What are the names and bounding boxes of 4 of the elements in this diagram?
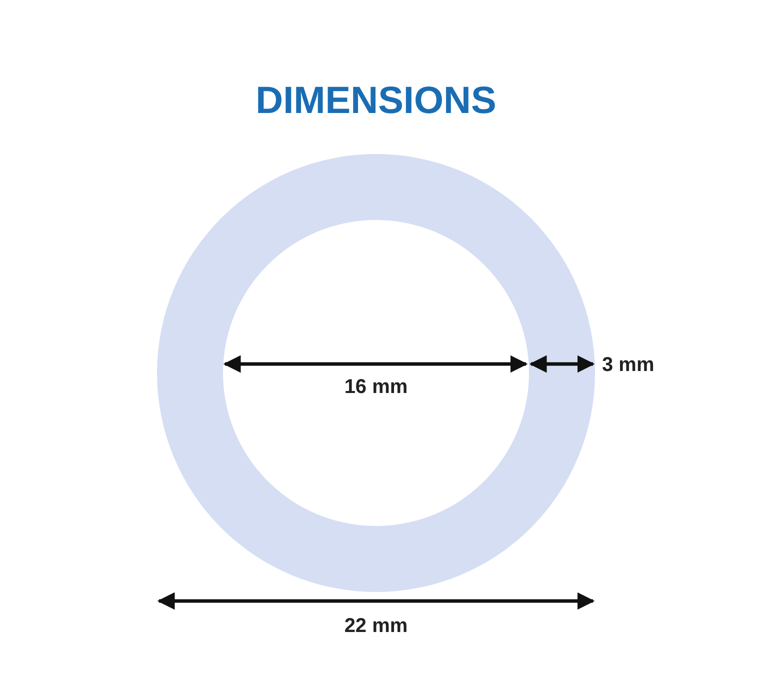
title: DIMENSIONS bbox=[256, 80, 496, 123]
dimension-label: 16 mm bbox=[344, 376, 408, 399]
dimension-label: 22 mm bbox=[344, 615, 408, 638]
dimension-label: 3 mm bbox=[602, 354, 654, 377]
